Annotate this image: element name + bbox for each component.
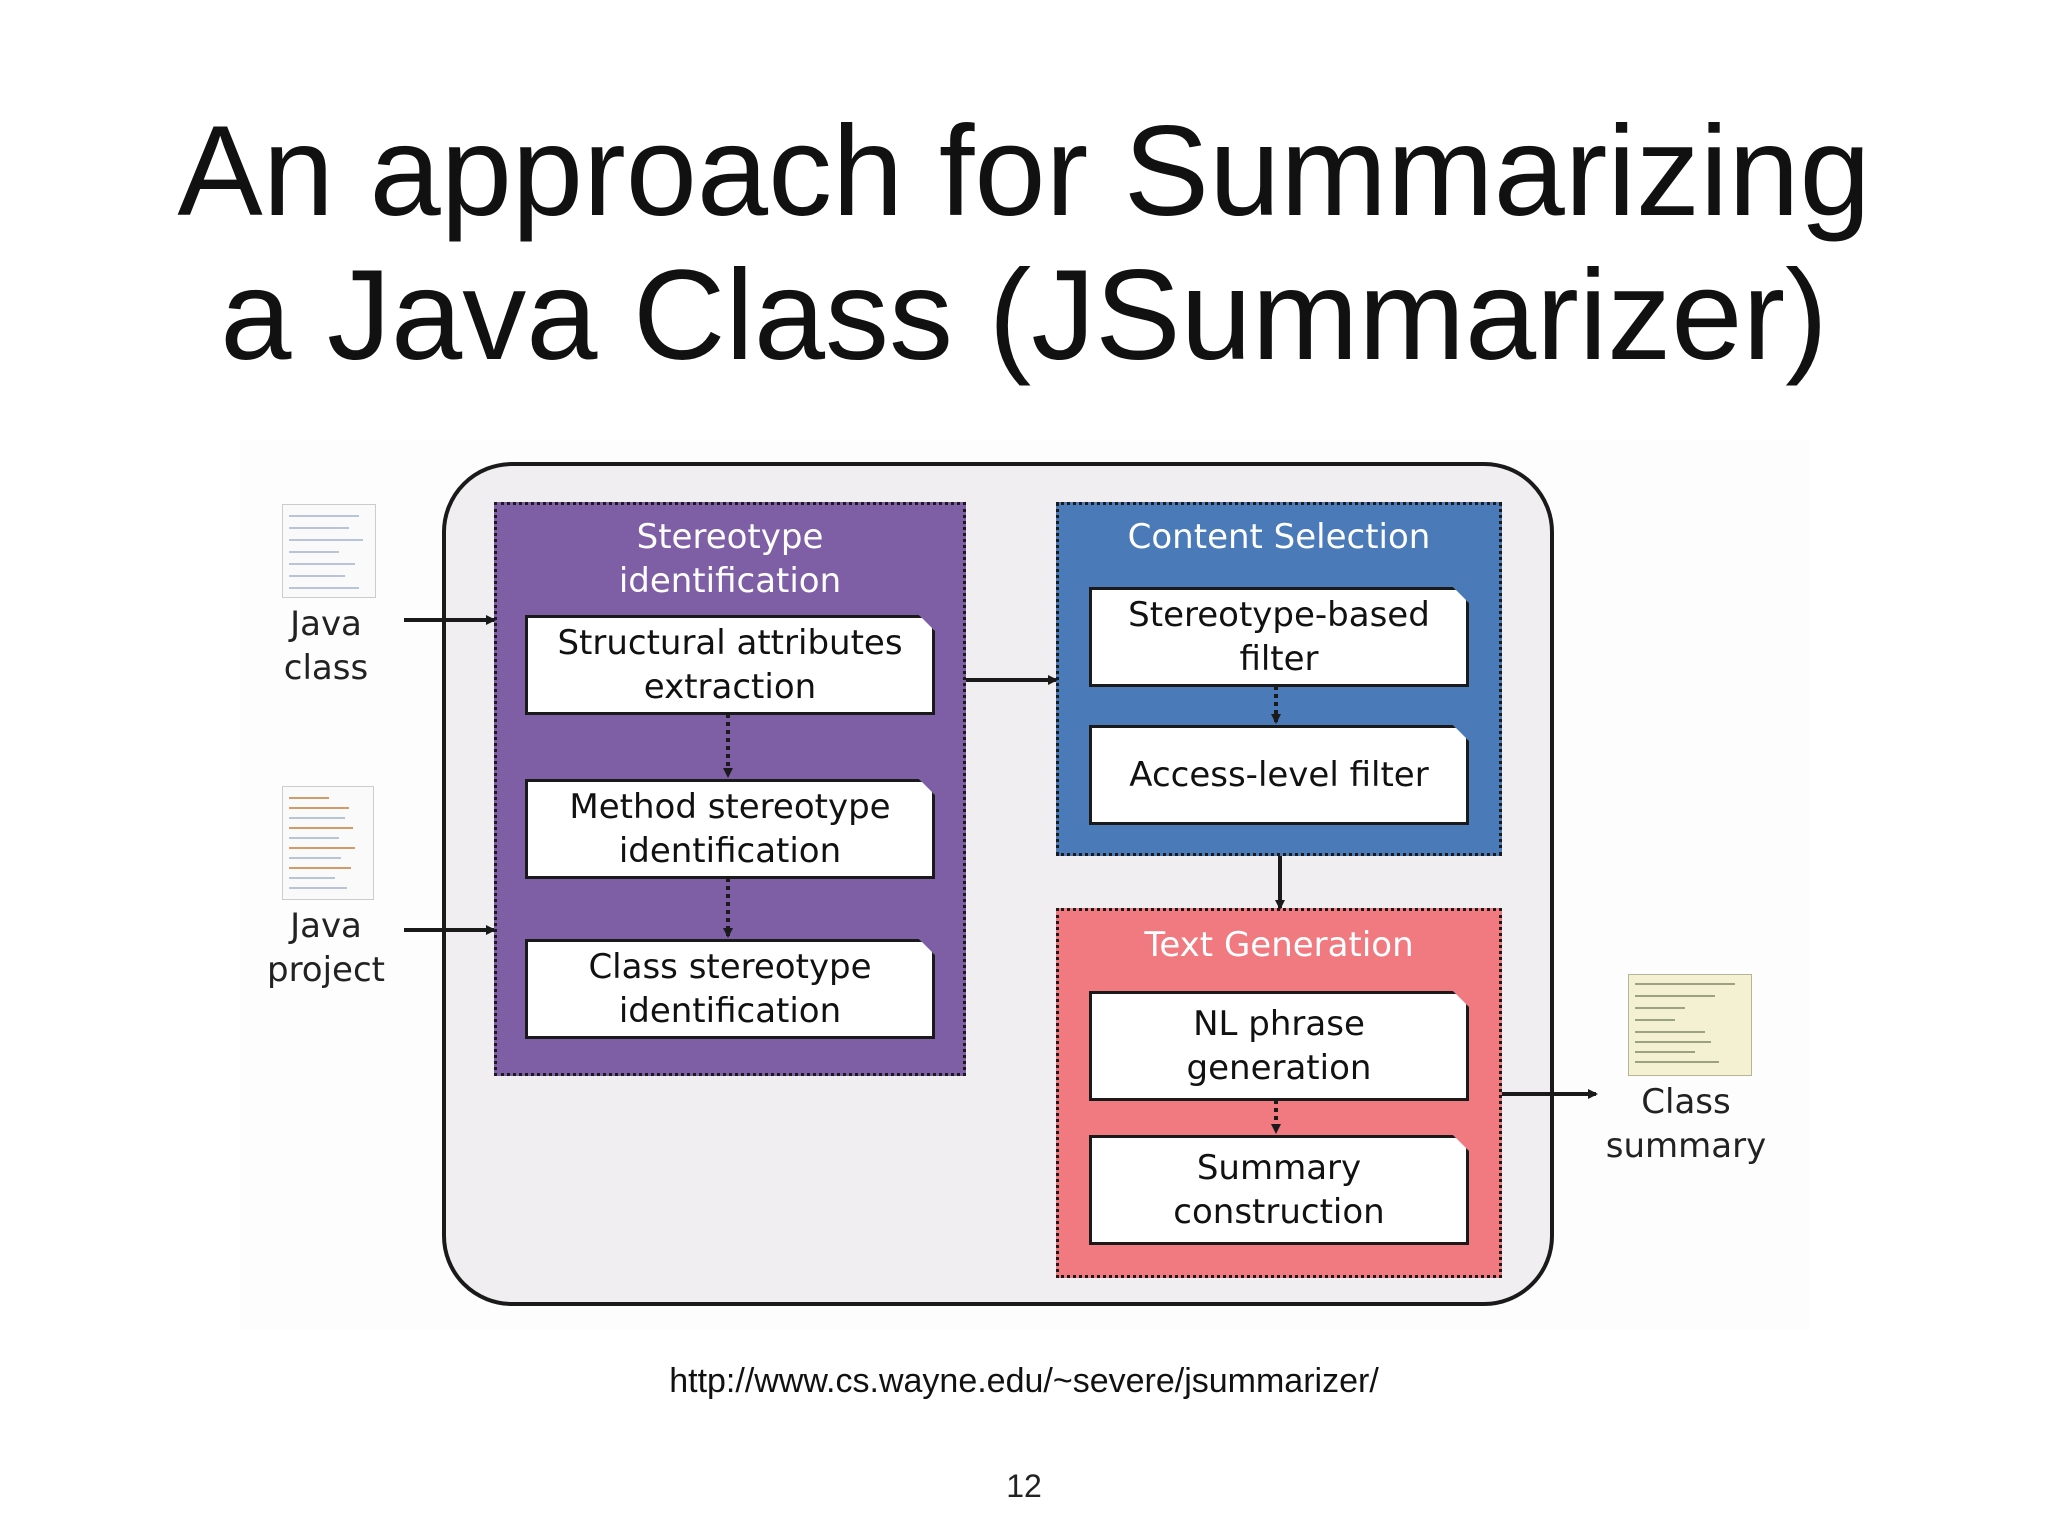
input-java-project-label: Java project [266, 906, 385, 990]
step-label: Access-level filter [1129, 755, 1429, 795]
group-content-title: Content Selection [1127, 517, 1431, 557]
group-content-selection: Content Selection Stereotype-based filte… [1056, 502, 1502, 856]
source-url: http://www.cs.wayne.edu/~severe/jsummari… [669, 1362, 1379, 1400]
step-class-stereotype-identification: Class stereotype identification [525, 939, 935, 1039]
step-nl-phrase-generation: NL phrase generation [1089, 991, 1469, 1101]
input-java-class-label: Java class [283, 604, 369, 688]
step-summary-construction: Summary construction [1089, 1135, 1469, 1245]
step-label: NL phrase generation [1186, 1004, 1372, 1088]
group-text-title: Text Generation [1144, 925, 1414, 965]
slide-title-line-1: An approach for Summarizing [177, 100, 1871, 243]
step-label: Stereotype-based filter [1128, 595, 1430, 679]
step-label: Method stereotype identification [569, 787, 891, 871]
page-number: 12 [1006, 1468, 1042, 1504]
step-label: Summary construction [1173, 1148, 1385, 1232]
step-method-stereotype-identification: Method stereotype identification [525, 779, 935, 879]
java-class-screenshot-icon [282, 504, 376, 598]
step-access-level-filter: Access-level filter [1089, 725, 1469, 825]
output-class-summary-label: Class summary [1605, 1082, 1767, 1166]
group-stereotype-identification: Stereotype identification Structural att… [494, 502, 966, 1076]
java-project-screenshot-icon [282, 786, 374, 900]
step-label: Structural attributes extraction [557, 623, 903, 707]
step-structural-attributes-extraction: Structural attributes extraction [525, 615, 935, 715]
slide-title: An approach for Summarizing a Java Class… [0, 100, 2048, 388]
slide-title-line-2: a Java Class (JSummarizer) [220, 244, 1828, 387]
class-summary-screenshot-icon [1628, 974, 1752, 1076]
step-label: Class stereotype identification [588, 947, 872, 1031]
step-stereotype-based-filter: Stereotype-based filter [1089, 587, 1469, 687]
group-stereotype-title: Stereotype identification [618, 517, 842, 601]
